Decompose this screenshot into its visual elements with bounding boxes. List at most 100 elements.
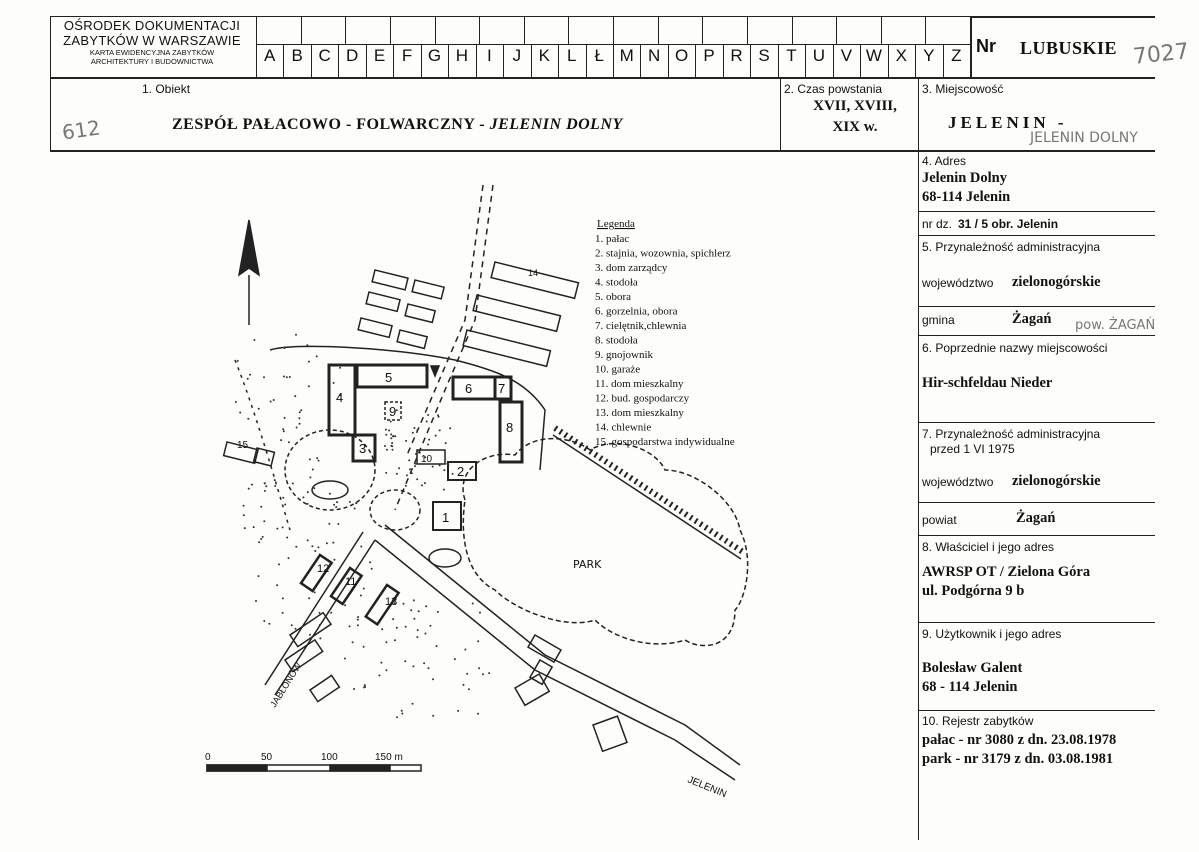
tree-dot bbox=[239, 411, 242, 414]
rej-line1: pałac - nr 3080 z dn. 23.08.1978 bbox=[922, 732, 1117, 748]
tree-dot bbox=[428, 438, 431, 441]
miejscowosc-value: JELENIN - bbox=[948, 113, 1068, 132]
tree-dot bbox=[317, 546, 320, 549]
legend-title: Legenda bbox=[597, 218, 635, 230]
letter-3: C bbox=[318, 46, 331, 65]
rej-label: 10. Rejestr zabytków bbox=[922, 714, 1034, 728]
road-to-jablonow-edge bbox=[264, 531, 364, 686]
tree-dot bbox=[446, 462, 449, 465]
tree-dot bbox=[482, 673, 484, 676]
tree-dot bbox=[236, 359, 239, 362]
tree-dot bbox=[311, 468, 314, 471]
top-tick bbox=[657, 16, 659, 44]
top-tick bbox=[836, 16, 838, 44]
nr-label: Nr bbox=[976, 36, 997, 56]
tree-dot bbox=[412, 665, 415, 668]
letter-divider bbox=[448, 44, 450, 78]
num-7: 7 bbox=[498, 381, 505, 396]
tree-dot bbox=[328, 522, 331, 525]
tree-dot bbox=[283, 416, 286, 419]
tree-dot bbox=[278, 563, 280, 566]
tree-dot bbox=[276, 527, 279, 530]
building-14b bbox=[472, 294, 562, 333]
tree-dot bbox=[437, 415, 440, 418]
nrdz-value: 31 / 5 obr. Jelenin bbox=[958, 217, 1059, 231]
powiat-label: powiat bbox=[922, 513, 957, 527]
railway bbox=[553, 425, 745, 555]
top-tick bbox=[880, 16, 882, 44]
num-8: 8 bbox=[506, 420, 513, 435]
top-tick bbox=[434, 16, 436, 44]
tree-dot bbox=[313, 591, 316, 594]
building-14g bbox=[404, 303, 437, 324]
tree-dot bbox=[429, 624, 432, 627]
letter-23: W bbox=[865, 46, 882, 65]
west-boundary bbox=[234, 359, 291, 531]
adres-line2: 68-114 Jelenin bbox=[922, 189, 1011, 205]
tree-dot bbox=[395, 409, 398, 412]
tree-dot bbox=[306, 539, 309, 542]
tree-dot bbox=[384, 445, 386, 447]
top-tick bbox=[389, 16, 391, 44]
tree-dot bbox=[438, 464, 441, 467]
num-3: 3 bbox=[359, 441, 366, 456]
tree-dot bbox=[395, 626, 398, 629]
letter-divider bbox=[420, 44, 422, 78]
tree-dot bbox=[285, 376, 288, 379]
building-14i bbox=[396, 329, 429, 350]
tree-dot bbox=[427, 667, 430, 670]
user-label: 9. Użytkownik i jego adres bbox=[922, 627, 1062, 641]
obiekt-label: 1. Obiekt bbox=[142, 82, 191, 96]
tree-dot bbox=[319, 637, 322, 640]
user-line1: Bolesław Galent bbox=[922, 660, 1023, 676]
tree-dot bbox=[308, 597, 311, 600]
inst-divider bbox=[256, 16, 257, 78]
tree-dot bbox=[411, 431, 414, 434]
tree-dot bbox=[300, 409, 303, 412]
tree-dot bbox=[274, 485, 277, 487]
letter-divider bbox=[667, 44, 669, 78]
tree-dot bbox=[410, 472, 413, 475]
tree-dot bbox=[389, 420, 392, 423]
scale-bar-fill-2 bbox=[329, 764, 391, 772]
tree-dot bbox=[404, 625, 407, 628]
row2-div1 bbox=[780, 78, 781, 152]
tree-dot bbox=[263, 376, 265, 379]
num-14: 14 bbox=[528, 268, 538, 278]
building-14f bbox=[365, 291, 401, 313]
tree-dot bbox=[242, 504, 245, 507]
legend-item-10: 10. garaże bbox=[595, 364, 640, 376]
left-border bbox=[50, 16, 51, 152]
institution-block: OŚRODEK DOKUMENTACJI ZABYTKÓW W WARSZAWI… bbox=[52, 18, 252, 66]
letter-14: M bbox=[619, 46, 634, 65]
tree-dot bbox=[280, 439, 283, 442]
letter-7: G bbox=[427, 46, 442, 65]
tree-dot bbox=[316, 457, 319, 460]
building-15f bbox=[526, 633, 563, 664]
top-tick bbox=[613, 16, 614, 44]
letter-divider bbox=[585, 44, 587, 78]
legend-item-15: 15. gospodarstwa indywidualne bbox=[595, 436, 735, 448]
sep-admin75-top bbox=[918, 422, 1155, 423]
tree-dot bbox=[283, 375, 285, 378]
adres-label: 4. Adres bbox=[922, 154, 967, 168]
tree-dot bbox=[260, 538, 263, 540]
letter-divider bbox=[832, 44, 834, 78]
building-15d bbox=[283, 638, 324, 673]
tree-dot bbox=[307, 360, 310, 363]
tree-dot bbox=[318, 624, 321, 626]
num-13: 13 bbox=[385, 596, 397, 608]
tree-dot bbox=[282, 428, 285, 431]
tree-dot bbox=[401, 712, 404, 715]
woj-label: województwo bbox=[922, 276, 994, 290]
tree-dot bbox=[432, 714, 435, 717]
tree-dot bbox=[416, 636, 419, 639]
tree-dot bbox=[286, 536, 289, 539]
num-9: 9 bbox=[389, 404, 396, 419]
tree-dot bbox=[282, 430, 285, 433]
tree-dot bbox=[457, 709, 460, 712]
scale-bar-fill-1 bbox=[206, 764, 268, 772]
tree-dot bbox=[477, 712, 479, 715]
building-15e bbox=[308, 674, 341, 703]
institution-line3: KARTA EWIDENCYJNA ZABYTKÓW bbox=[89, 48, 215, 57]
